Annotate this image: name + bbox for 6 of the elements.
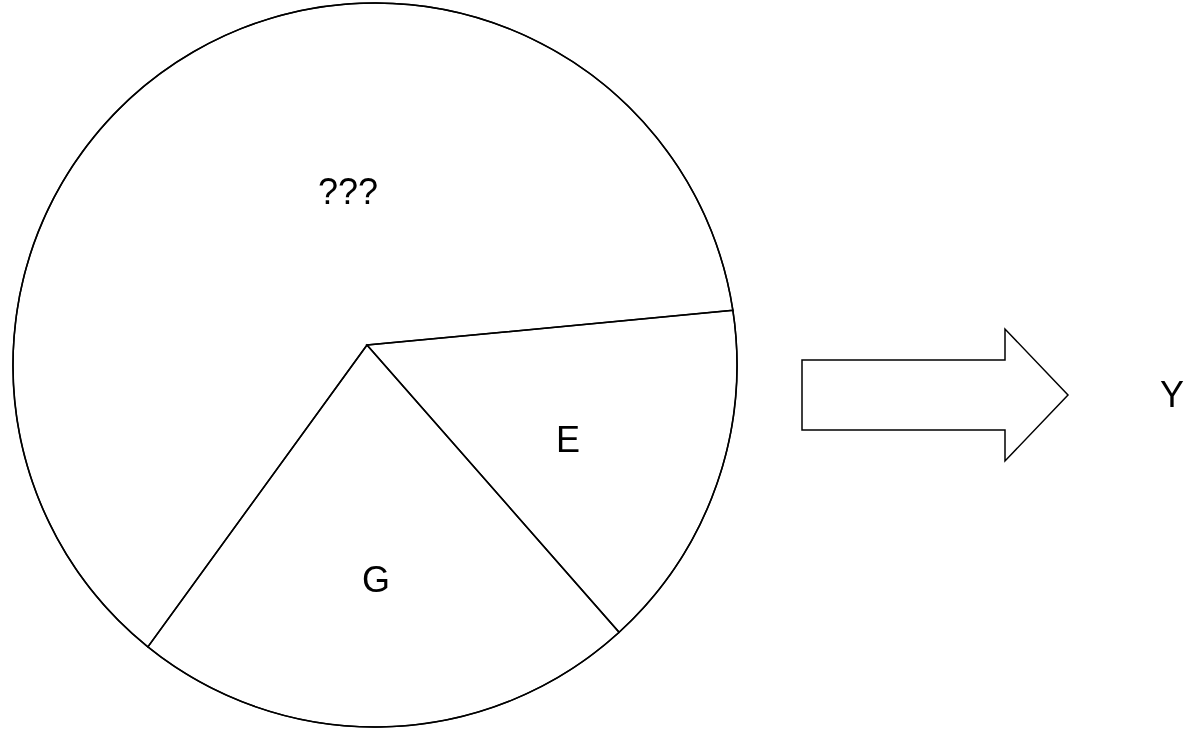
block-arrow: [801, 327, 1070, 463]
outcome-label: Y: [1160, 374, 1184, 415]
sector-label: G: [362, 560, 390, 600]
sector-label: E: [556, 420, 580, 460]
sector-label: ???: [318, 172, 379, 212]
pie-sector: [147, 345, 617, 727]
